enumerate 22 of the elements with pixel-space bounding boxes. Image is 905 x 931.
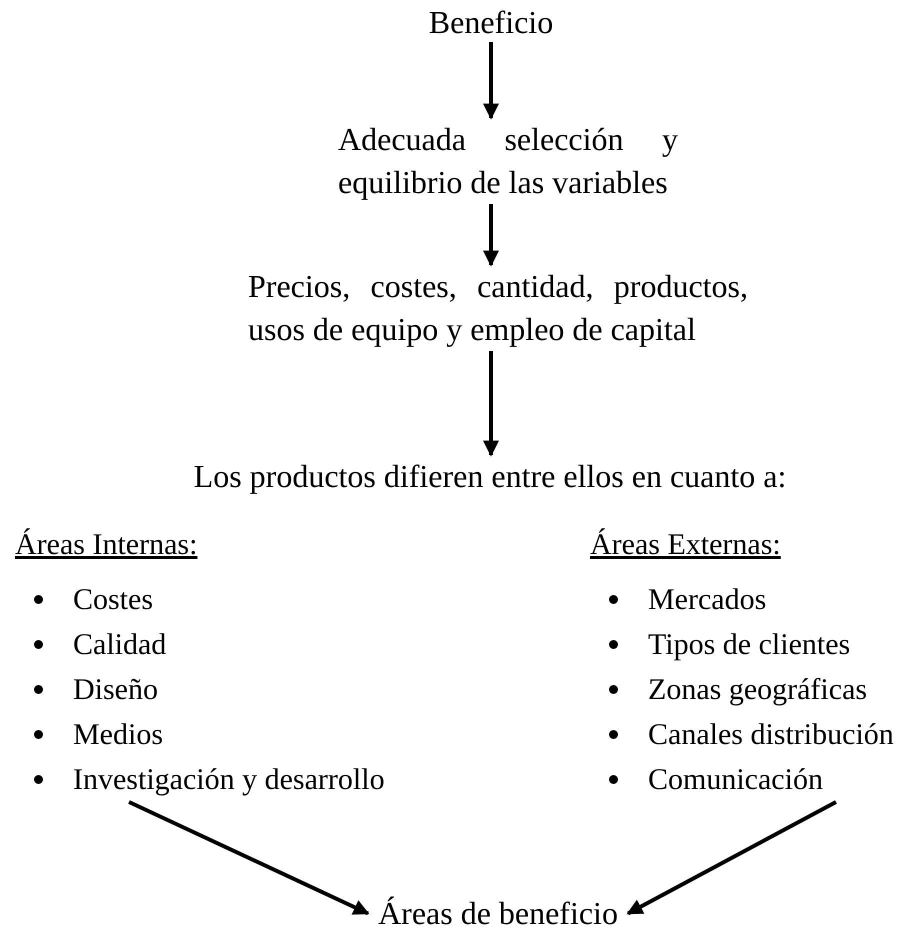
section-heading: Áreas Internas:	[15, 527, 198, 563]
flow-text: Adecuada selección y equilibrio de las variables	[338, 120, 678, 202]
list-item: Medios	[73, 716, 163, 752]
list-item: Tipos de clientes	[648, 626, 850, 662]
list-item: Diseño	[73, 672, 158, 708]
list-item: Canales distribución	[648, 716, 894, 752]
arrow	[626, 800, 837, 916]
list-item: Comunicación	[648, 762, 823, 798]
list-item: Zonas geográficas	[648, 672, 868, 708]
list-item: Costes	[73, 582, 154, 618]
list-item: Investigación y desarrollo	[73, 762, 385, 798]
section-heading: Áreas Externas:	[590, 527, 781, 563]
flow-text: Los productos difieren entre ellos en cuanto a:	[192, 457, 788, 496]
list-item: Calidad	[73, 626, 166, 662]
arrow	[483, 351, 499, 457]
flow-text: Beneficio	[428, 2, 554, 42]
flow-text: Precios, costes, cantidad, productos, usos de equipo y empleo de capital	[248, 267, 748, 349]
list-item: Mercados	[648, 582, 766, 618]
arrow	[483, 204, 499, 267]
arrow	[483, 42, 499, 120]
flow-text: Áreas de beneficio	[377, 897, 619, 930]
arrow	[128, 800, 370, 916]
